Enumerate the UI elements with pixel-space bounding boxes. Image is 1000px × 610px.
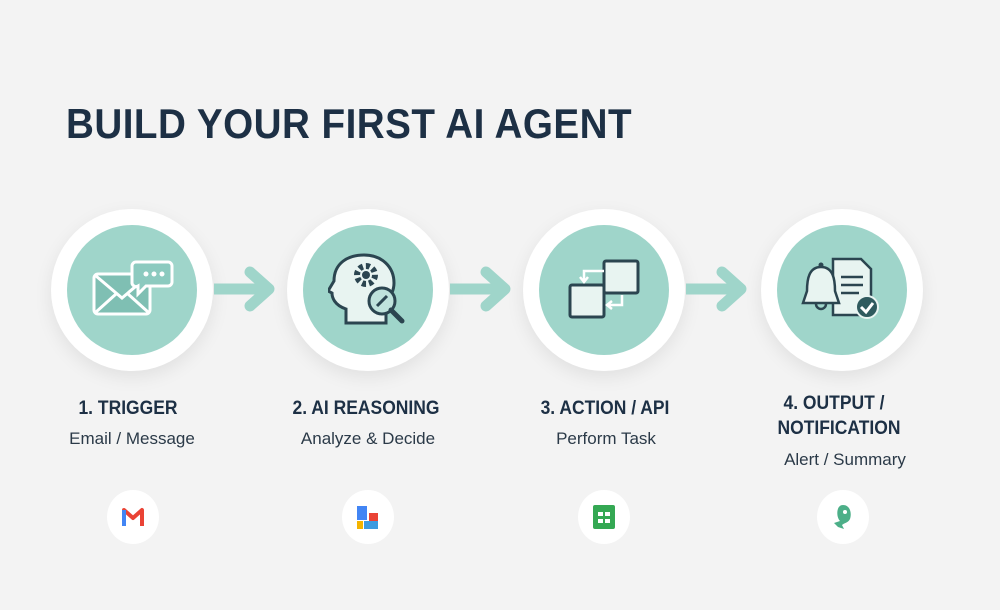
gmail-logo-icon <box>122 508 144 526</box>
head-gear-search-icon <box>328 253 405 325</box>
step-4-circle <box>761 209 923 371</box>
arrow-right-icon <box>450 266 511 312</box>
sheets-logo <box>578 490 630 544</box>
step-4-title-line1: 4. OUTPUT / <box>783 393 885 414</box>
bird-logo <box>817 490 869 544</box>
email-chat-icon <box>92 260 174 316</box>
step-1-title: 1. TRIGGER <box>78 398 178 419</box>
step-4-title-line2: NOTIFICATION <box>777 418 901 439</box>
step-1-circle <box>51 209 213 371</box>
arrow-right-icon <box>686 266 747 312</box>
bell-document-check-icon <box>801 257 879 319</box>
step-3-circle <box>523 209 685 371</box>
blocks-logo <box>342 490 394 544</box>
google-sheets-logo-icon <box>593 505 615 529</box>
step-3-subtitle: Perform Task <box>556 429 656 448</box>
arrow-right-icon <box>214 266 275 312</box>
step-2-circle <box>287 209 449 371</box>
green-bird-logo-icon <box>834 505 851 529</box>
step-4-subtitle: Alert / Summary <box>784 450 906 469</box>
step-1-subtitle: Email / Message <box>69 429 195 448</box>
gmail-logo <box>107 490 159 544</box>
step-3-title: 3. ACTION / API <box>540 398 670 419</box>
page-title: BUILD YOUR FIRST AI AGENT <box>66 100 633 147</box>
swap-squares-icon <box>568 259 640 319</box>
step-2-title: 2. AI REASONING <box>292 398 440 419</box>
multicolor-blocks-logo-icon <box>357 506 378 529</box>
step-2-subtitle: Analyze & Decide <box>300 429 436 448</box>
